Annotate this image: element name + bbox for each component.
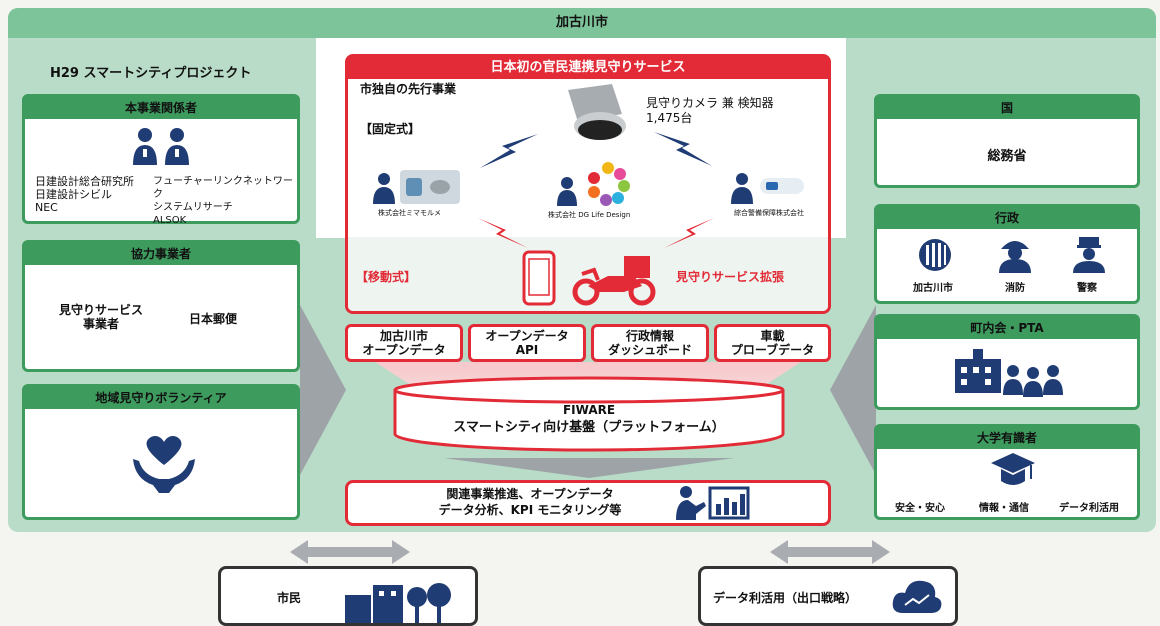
outcome-box (345, 480, 831, 526)
partners-title: 協力事業者 (25, 243, 297, 265)
person-icon (557, 177, 577, 206)
red-signal-bolt-icon (664, 218, 714, 248)
academia-title: 大学有識者 (877, 427, 1137, 449)
outcome-label: 関連事業推進、オープンデータ データ分析、KPI モニタリング等 (438, 487, 622, 517)
city-emblem-icon (919, 239, 951, 271)
mobile-label: 【移動式】 (356, 270, 417, 284)
stakeholder-item: 日建設計総合研究所 (35, 175, 134, 188)
partner-item: 見守りサービス 事業者 (59, 303, 144, 331)
company-label: 綜合警備保障株式会社 (734, 209, 804, 217)
country-title: 国 (877, 97, 1137, 119)
admin-item: 消防 (1005, 283, 1025, 294)
down-arrow (444, 458, 734, 478)
data-use-box: データ利活用（出口戦略） (698, 566, 958, 626)
academia-panel: 大学有識者 安全・安心 情報・通信 データ利活用 (874, 424, 1140, 520)
data-use-label: データ利活用（出口戦略） (713, 591, 858, 605)
cloud-icon (892, 580, 942, 613)
right-inflow-arrow (830, 305, 876, 475)
police-icon (1073, 237, 1105, 273)
data-source-pill: 行政情報ダッシュボード (591, 324, 709, 362)
city-header: 加古川市 (8, 8, 1156, 38)
person-icon (731, 173, 753, 204)
academia-item: 情報・通信 (979, 503, 1029, 514)
sensor-device-icon (760, 178, 804, 194)
admin-item: 警察 (1077, 283, 1097, 294)
heart-hands-icon (133, 435, 195, 493)
expansion-label: 見守りサービス拡張 (676, 270, 785, 284)
fixed-label: 【固定式】 (360, 122, 421, 136)
academia-item: 安全・安心 (895, 503, 945, 514)
people-icon (133, 128, 189, 165)
presentation-chart-icon (676, 486, 750, 520)
two-way-arrow (290, 540, 410, 564)
stakeholders-col2: フューチャーリンクネットワーク システムリサーチ ALSOK (153, 175, 297, 227)
person-icon (373, 173, 395, 204)
company-label: 株式会社 DG Life Design (548, 211, 631, 219)
stakeholder-item: システムリサーチ (153, 202, 233, 213)
two-way-arrow (770, 540, 890, 564)
citizens-label: 市民 (277, 591, 302, 605)
town-icon (345, 583, 451, 623)
admin-panel: 行政 加古川市 消防 警察 (874, 204, 1140, 304)
signal-bolt-icon (654, 132, 712, 166)
stakeholders-col1: 日建設計総合研究所 日建設計シビル NEC (35, 175, 134, 214)
partners-panel: 協力事業者 見守りサービス 事業者 日本郵便 (22, 240, 300, 372)
stakeholder-item: 日建設計シビル (35, 188, 112, 201)
pilot-label: 市独自の先行事業 (360, 82, 457, 96)
graduation-cap-icon (991, 453, 1035, 485)
partner-item: 日本郵便 (189, 312, 238, 326)
country-panel: 国 総務省 (874, 94, 1140, 188)
red-signal-bolt-icon (478, 218, 528, 248)
stakeholder-item: ALSOK (153, 215, 187, 226)
citizens-box: 市民 (218, 566, 478, 626)
motorbike-icon (572, 256, 656, 306)
community-title: 町内会・PTA (877, 317, 1137, 339)
camera-label: 見守りカメラ 兼 検知器 1,475台 (646, 96, 774, 125)
company-label: 株式会社ミマモルメ (378, 209, 441, 217)
academia-item: データ利活用 (1059, 503, 1119, 514)
community-panel: 町内会・PTA (874, 314, 1140, 410)
platform-cylinder (393, 376, 785, 452)
platform-label: FIWARE スマートシティ向け基盤（プラットフォーム） (453, 403, 725, 435)
data-source-pill: 車載プローブデータ (714, 324, 831, 362)
stakeholders-panel: 本事業関係者 日建設計総合研究所 日建設計シビル NEC フューチャーリンクネッ… (22, 94, 300, 227)
stakeholder-item: フューチャーリンクネットワーク (153, 176, 293, 200)
project-title: H29 スマートシティプロジェクト (50, 66, 252, 81)
smartphone-icon (522, 250, 556, 306)
camera-icon (568, 84, 626, 140)
admin-item: 加古川市 (913, 283, 953, 294)
signal-bolt-icon (480, 134, 538, 168)
service-title: 日本初の官民連携見守りサービス (348, 57, 828, 79)
admin-title: 行政 (877, 207, 1137, 229)
school-community-icon (955, 349, 1063, 397)
left-inflow-arrow (300, 305, 346, 475)
dg-logo-icon (588, 162, 630, 206)
firefighter-icon (999, 241, 1031, 273)
volunteers-panel: 地域見守りボランティア (22, 384, 300, 520)
stakeholders-title: 本事業関係者 (25, 97, 297, 119)
country-body: 総務省 (987, 149, 1027, 164)
volunteers-title: 地域見守りボランティア (25, 387, 297, 409)
tag-device-icon (400, 170, 460, 204)
data-source-pill: 加古川市オープンデータ (345, 324, 463, 362)
stakeholder-item: NEC (35, 201, 58, 214)
